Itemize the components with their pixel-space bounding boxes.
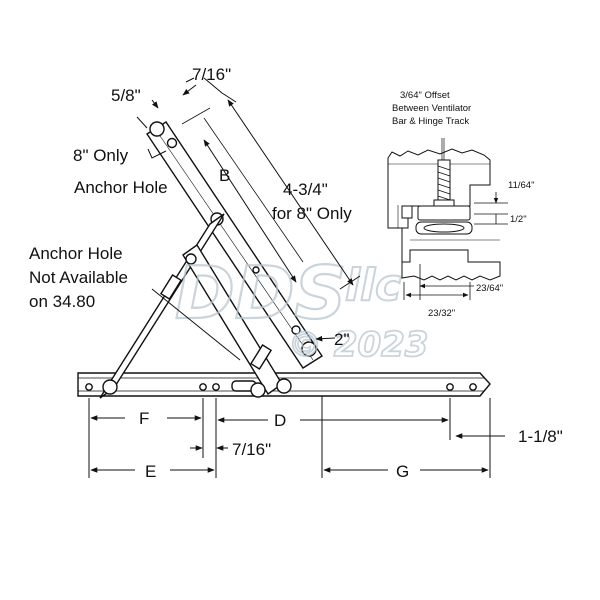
pivot-end (301, 341, 317, 357)
pivot-top (149, 121, 165, 137)
label-for-eight-only: for 8" Only (272, 204, 352, 223)
track-pivot (276, 378, 292, 394)
label-four-three-quarters: 4-3/4" (283, 180, 328, 199)
detail-title-line2: Between Ventilator (392, 103, 471, 114)
watermark: DDS llc © 2023 (174, 250, 429, 366)
label-b: B (219, 166, 230, 185)
detail-title-line1: 3/64" Offset (400, 90, 450, 101)
label-eight-only: 8" Only (73, 146, 129, 165)
track-hole (199, 383, 207, 391)
label-f: F (139, 409, 149, 428)
label-two-inch: 2" (334, 330, 350, 349)
detail-track-channel (423, 223, 465, 233)
label-e: E (145, 462, 156, 481)
label-seven-sixteenths-bottom: 7/16" (232, 440, 271, 459)
label-d: D (274, 411, 286, 430)
label-anchor-na-line3: on 34.80 (29, 292, 95, 311)
detail-dim-23-32: 23/32" (428, 308, 455, 319)
link-pivot (185, 253, 197, 265)
detail-dim-11-64: 11/64" (508, 180, 534, 191)
bracket (249, 344, 273, 370)
watermark-brand: DDS (175, 251, 346, 335)
track-hole (212, 383, 220, 391)
label-seven-sixteenths-top: 7/16" (192, 65, 231, 84)
detail-title-line3: Bar & Hinge Track (392, 116, 469, 127)
track-hole (469, 383, 477, 391)
label-anchor-hole: Anchor Hole (74, 178, 168, 197)
detail-vent-bar (417, 205, 471, 221)
anchor-hole (166, 137, 178, 149)
frame-profile (401, 228, 501, 281)
label-anchor-na-line2: Not Available (29, 268, 128, 287)
track-pivot (102, 379, 118, 395)
detail-dim-23-64: 23/64" (476, 283, 503, 294)
detail-dim-1-2: 1/2" (510, 214, 527, 225)
sash-lip (401, 205, 413, 219)
track-hole (446, 383, 454, 391)
label-anchor-na-line1: Anchor Hole (29, 244, 123, 263)
label-one-one-eighth: 1-1/8" (518, 427, 563, 446)
label-g: G (396, 462, 409, 481)
watermark-year: © 2023 (288, 325, 428, 365)
track-hole (85, 383, 93, 391)
label-five-eighths: 5/8" (111, 86, 141, 105)
bracket (159, 274, 183, 300)
dimension-labels: 5/8" 7/16" 8" Only Anchor Hole B 4-3/4" … (29, 65, 563, 481)
detail-inset: 3/64" Offset Between Ventilator Bar & Hi… (387, 90, 534, 319)
dimension-lines (88, 77, 505, 478)
watermark-suffix: llc (345, 260, 401, 311)
detail-screw-head (433, 199, 455, 207)
slider-pivot (250, 382, 266, 398)
bar-hole (291, 325, 301, 335)
